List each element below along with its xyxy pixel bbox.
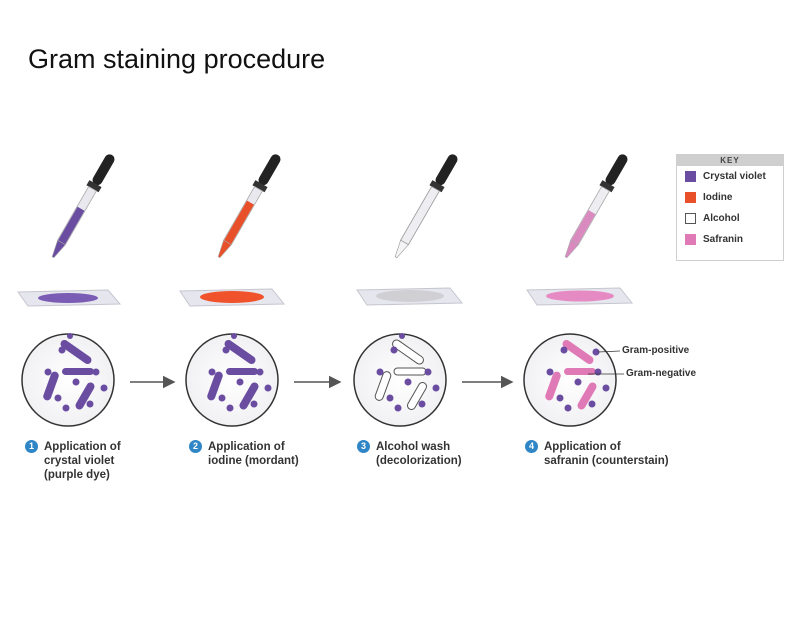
gram-negative-label: Gram-negative	[626, 368, 697, 379]
step-1-caption: 1 Application of crystal violet (purple …	[25, 440, 121, 482]
step-2-cells	[207, 333, 272, 412]
step-3-dropper	[394, 154, 458, 259]
key-title: KEY	[677, 155, 783, 166]
step-3-line1: Alcohol wash	[376, 441, 451, 453]
step-3-number: 3	[357, 440, 370, 453]
step-4-line2: safranin (counterstain)	[544, 455, 669, 467]
iodine-swatch	[685, 192, 696, 203]
key-item-crystal-violet: Crystal violet	[677, 166, 783, 187]
step-2-caption: 2 Application of iodine (mordant)	[189, 440, 299, 468]
step-1-cells	[43, 333, 108, 412]
step-4-line1: Application of	[544, 441, 621, 453]
step-4-slide	[526, 287, 634, 306]
crystal-violet-swatch	[685, 171, 696, 182]
step-2-dropper	[217, 154, 281, 259]
step-2-slide	[179, 288, 286, 307]
step-3-caption: 3 Alcohol wash (decolorization)	[357, 440, 462, 468]
step-3-cells	[374, 333, 440, 412]
gram-positive-label: Gram-positive	[622, 345, 690, 356]
step-1-line3: (purple dye)	[44, 469, 110, 481]
step-2-line2: iodine (mordant)	[208, 455, 299, 467]
step-1-dropper	[51, 154, 115, 259]
key-label-alcohol: Alcohol	[703, 213, 740, 224]
step-1-line2: crystal violet	[44, 455, 115, 467]
step-2-number: 2	[189, 440, 202, 453]
step-4-dropper	[564, 154, 628, 259]
page-title: Gram staining procedure	[28, 44, 326, 74]
step-2-line1: Application of	[208, 441, 285, 453]
key-item-iodine: Iodine	[677, 187, 783, 208]
safranin-swatch	[685, 234, 696, 245]
step-1-number: 1	[25, 440, 38, 453]
step-1-slide	[17, 289, 122, 307]
step-4-number: 4	[525, 440, 538, 453]
key-label-crystal-violet: Crystal violet	[703, 171, 766, 182]
step-4-cells	[545, 339, 610, 412]
key-item-safranin: Safranin	[677, 229, 783, 250]
key-item-alcohol: Alcohol	[677, 208, 783, 229]
key-legend: KEY Crystal violet Iodine Alcohol Safran…	[676, 154, 784, 261]
step-3-slide	[356, 287, 464, 306]
key-label-iodine: Iodine	[703, 192, 733, 203]
step-3-line2: (decolorization)	[376, 455, 462, 467]
step-4-caption: 4 Application of safranin (counterstain)	[525, 440, 669, 468]
alcohol-swatch	[685, 213, 696, 224]
step-1-line1: Application of	[44, 441, 121, 453]
key-label-safranin: Safranin	[703, 234, 744, 245]
gram-positive-leader	[597, 350, 621, 353]
